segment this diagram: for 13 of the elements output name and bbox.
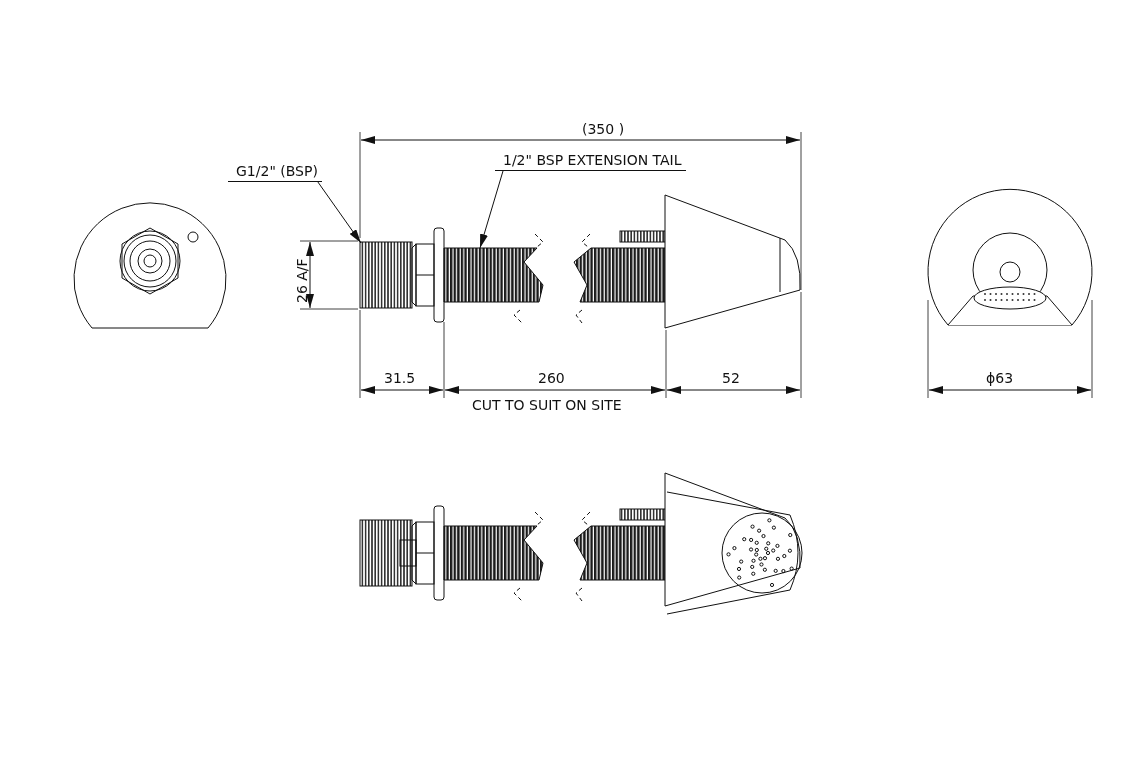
dimension-label: (350 ) <box>582 121 625 138</box>
dimension-label: 260 <box>538 370 565 387</box>
thread-drawing <box>359 241 413 309</box>
part-label: 1/2" BSP EXTENSION TAIL <box>495 152 686 171</box>
leader-line <box>479 170 504 249</box>
dimension-label: ϕ63 <box>986 370 1014 387</box>
extension-tail-drawing <box>443 247 544 303</box>
dimension-label: 52 <box>722 370 740 387</box>
dimension-label: 26 A/F <box>294 258 311 303</box>
part-label: G1/2" (BSP) <box>228 163 322 182</box>
leader-line <box>317 181 362 244</box>
dimension-label: 31.5 <box>384 370 416 387</box>
note-text: CUT TO SUIT ON SITE <box>472 397 622 414</box>
